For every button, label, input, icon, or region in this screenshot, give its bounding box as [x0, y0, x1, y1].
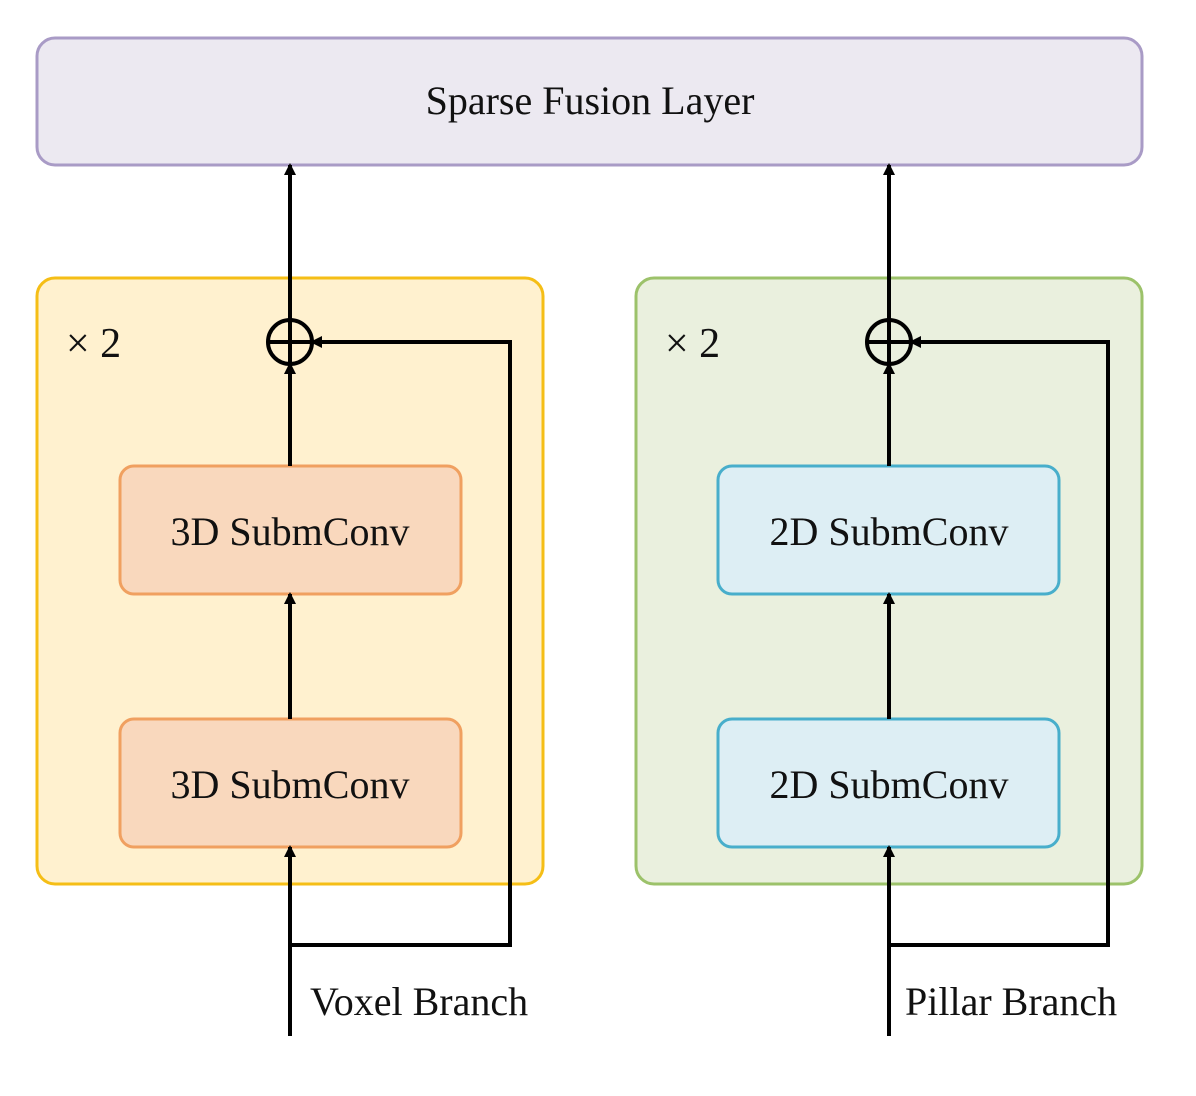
- voxel-conv-top-label: 3D SubmConv: [171, 509, 410, 554]
- pillar-sum-node-icon: [865, 318, 913, 366]
- pillar-branch-input-label: Pillar Branch: [905, 979, 1117, 1024]
- voxel-branch-group: × 2 3D SubmConv 3D SubmConv Voxel Branch: [35, 163, 545, 1036]
- voxel-skip-connection-arrow: [290, 336, 512, 947]
- fusion-layer-label: Sparse Fusion Layer: [426, 78, 755, 123]
- sparse-fusion-layer: Sparse Fusion Layer: [35, 36, 1144, 167]
- pillar-conv-top-label: 2D SubmConv: [770, 509, 1009, 554]
- pillar-repeat-label: × 2: [665, 321, 720, 367]
- voxel-sum-node-icon: [266, 318, 314, 366]
- voxel-branch-input-label: Voxel Branch: [310, 979, 528, 1024]
- pillar-branch-group: × 2 2D SubmConv 2D SubmConv Pillar Branc…: [634, 163, 1144, 1036]
- voxel-conv-bottom-label: 3D SubmConv: [171, 762, 410, 807]
- pillar-skip-connection-arrow: [889, 336, 1110, 947]
- voxel-repeat-label: × 2: [66, 321, 121, 367]
- fusion-layer-box: [35, 36, 1144, 167]
- pillar-conv-bottom-label: 2D SubmConv: [770, 762, 1009, 807]
